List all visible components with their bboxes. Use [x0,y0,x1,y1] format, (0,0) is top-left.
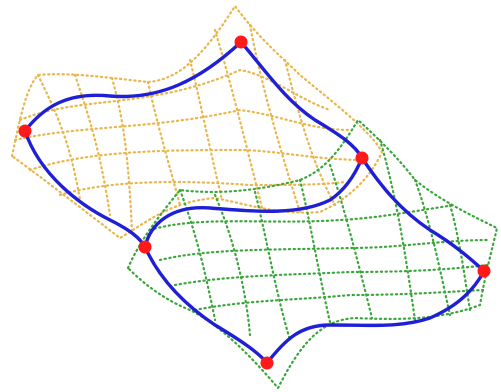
control-point [18,124,32,138]
lower-patch-grid-line [298,178,332,324]
curve-upper-right [239,40,364,160]
control-point [477,264,491,278]
lower-patch-grid-line [413,178,452,317]
lower-patch-grid-line [378,138,417,322]
upper-patch-grid-line [58,180,347,197]
lower-patch-grid [126,118,499,390]
control-point [234,35,248,49]
curve-lower-right [265,269,486,365]
curve-middle [143,156,364,249]
upper-patch-grid-line [188,58,224,202]
upper-patch-grid-line [73,73,112,217]
lower-patch-grid-line [158,238,492,262]
control-point [355,151,369,165]
upper-patch-grid-line [110,76,134,234]
lower-patch-grid-line [173,263,490,287]
lower-patch-grid-line [213,193,252,337]
curve-lower-left [143,245,269,365]
upper-patch-boundary [10,4,384,240]
upper-patch-grid-line [146,80,182,207]
upper-patch-grid-line [18,68,332,122]
upper-patch-grid [10,4,384,240]
lower-patch-boundary [126,118,499,390]
upper-patch-grid-line [13,108,352,142]
curve-network [23,40,486,365]
curve-upper-left [23,40,243,133]
curve-left [23,129,147,249]
lower-patch-grid-line [328,163,374,320]
lower-patch-grid-line [148,203,457,232]
control-point [260,356,274,370]
lower-patch-grid-line [193,288,485,312]
upper-patch-grid-line [36,73,82,202]
lower-patch-grid-line [253,190,292,342]
control-point [138,240,152,254]
lower-patch-grid-line [178,188,217,322]
curve-right [360,156,486,273]
lower-patch-grid-line [448,203,472,312]
upper-patch-grid-line [283,58,337,207]
upper-patch-grid-line [28,148,367,172]
control-points [18,35,491,370]
